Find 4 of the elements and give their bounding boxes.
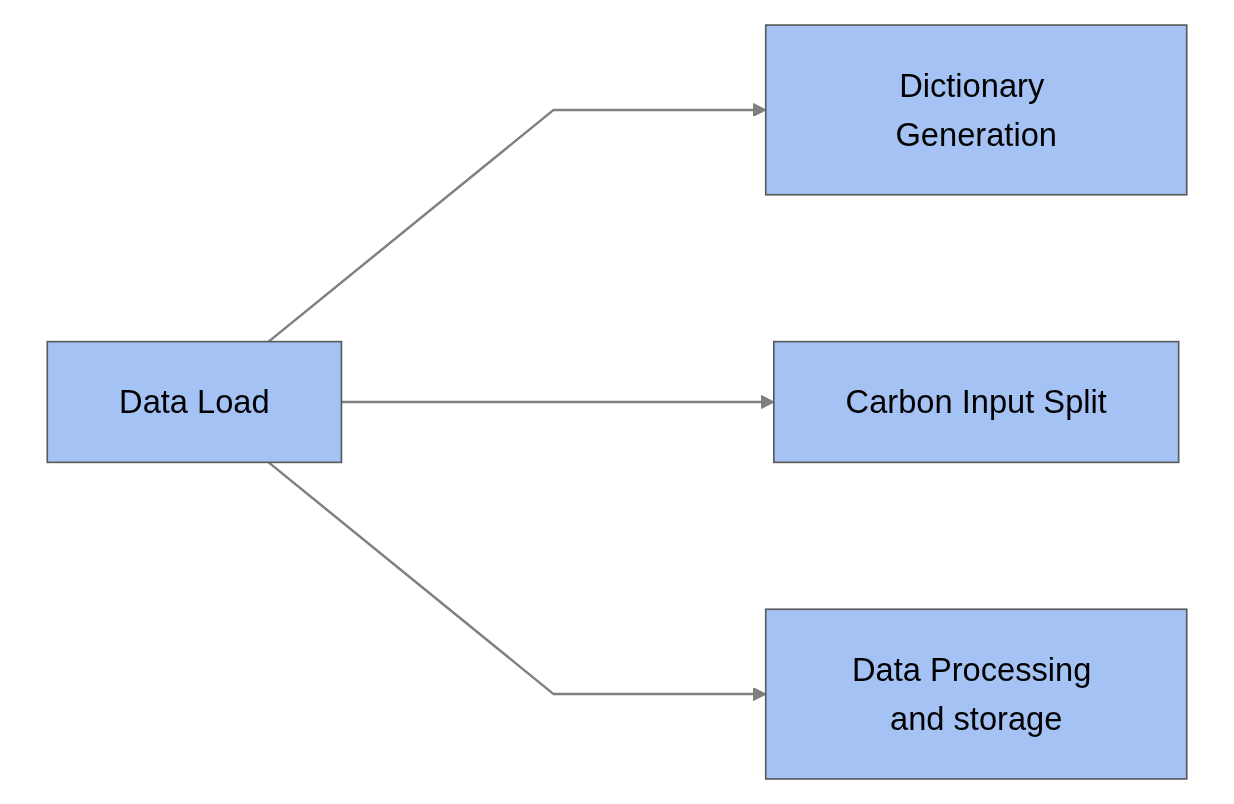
node-box: Data Processing and storage: [764, 608, 1188, 780]
node-box: Data Load: [46, 340, 343, 464]
node-box: Carbon Input Split: [773, 340, 1180, 464]
node-box: Dictionary Generation: [764, 24, 1188, 196]
